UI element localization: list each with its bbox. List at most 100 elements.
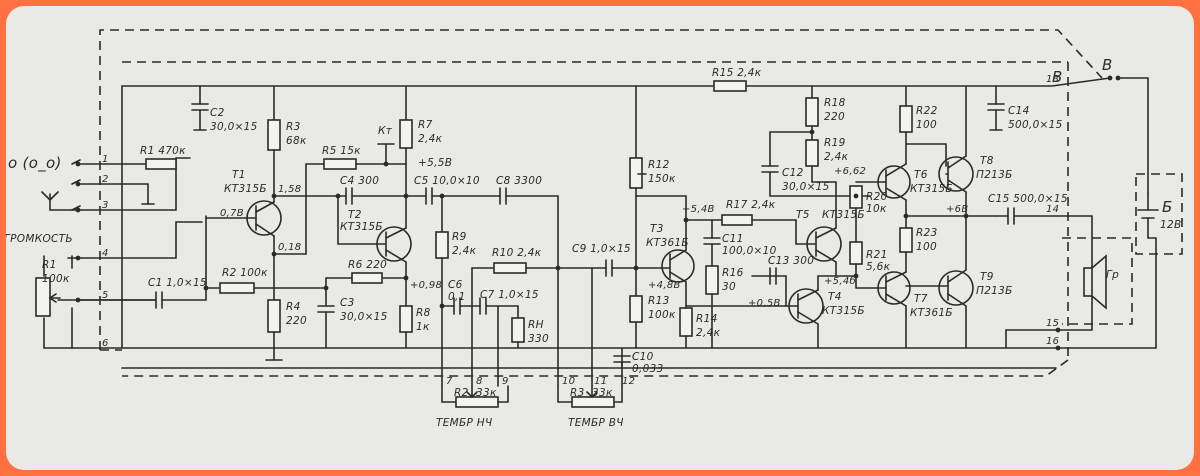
label-r23-value: 100: [916, 241, 937, 253]
r13-100k: [629, 295, 643, 323]
r5-15k: [323, 158, 357, 170]
label-tone-lf: ТЕМБР НЧ: [436, 417, 492, 429]
r2-100k: [219, 282, 255, 294]
stage1-input: [77, 215, 327, 309]
label-c15: C15 500,0×15: [988, 193, 1068, 205]
label-c3: C3: [340, 297, 355, 309]
label-c5: C5 10,0×10: [414, 175, 480, 187]
label-r7: R7: [418, 119, 433, 131]
label-v-55: +5,5В: [418, 157, 452, 169]
r1-volume-pot: [35, 277, 51, 317]
label-t6: Т6: [914, 169, 928, 181]
label-t1: Т1: [232, 169, 246, 181]
label-v-662: +6,62: [834, 166, 866, 177]
label-t3: Т3: [650, 223, 664, 235]
feedback-r15: [713, 80, 747, 92]
r1-470k: [145, 158, 177, 170]
label-c10-value: 0,033: [632, 363, 664, 375]
input-section: [35, 157, 203, 349]
r10-2-4k: [493, 262, 527, 274]
label-r21-value: 5,6к: [866, 261, 891, 273]
label-tone-hf: ТЕМБР ВЧ: [568, 417, 624, 429]
label-node-14: 14: [1046, 204, 1059, 215]
label-r3-tone: R3: [570, 387, 585, 399]
label-node-12: 12: [622, 376, 635, 387]
power-rails: [71, 77, 1157, 369]
r17-2-4k: [721, 214, 753, 226]
r18-220: [805, 97, 819, 127]
r15-2-4k: [713, 80, 747, 92]
label-v-6: +6В: [946, 204, 969, 215]
label-c3-value: 30,0×15: [340, 311, 388, 323]
label-v-54: +5,4В: [682, 204, 715, 215]
label-v-05: +0,5В: [748, 298, 781, 309]
volume-label: ГРОМКОСТЬ: [6, 233, 73, 245]
label-c13: C13 300: [768, 255, 814, 267]
label-c9: C9 1,0×15: [572, 243, 631, 255]
label-c6-value: 0,1: [448, 291, 466, 303]
r16-30: [705, 265, 719, 295]
label-r14-value: 2,4к: [696, 327, 721, 339]
input-jack-label: о (o_o): [8, 154, 62, 173]
power-switch: [1107, 75, 1121, 81]
speaker-gr: [1083, 267, 1093, 297]
label-r22: R22: [916, 105, 938, 117]
label-r23: R23: [916, 227, 938, 239]
label-r19: R19: [824, 137, 846, 149]
label-c8: C8 3300: [496, 175, 542, 187]
label-r19-value: 2,4к: [824, 151, 849, 163]
label-r4-value: 220: [286, 315, 307, 327]
label-v-07: 0,7В: [220, 208, 244, 219]
label-node-11: 11: [594, 376, 607, 387]
label-r1-value: 100к: [42, 273, 70, 285]
label-r22-value: 100: [916, 119, 937, 131]
label-pin-3: 3: [102, 200, 109, 211]
label-c6: C6: [448, 279, 463, 291]
label-pin-4: 4: [102, 248, 109, 259]
label-t7-type: КТ361Б: [910, 307, 953, 319]
label-r1: R1: [42, 259, 57, 271]
label-c14: C14: [1008, 105, 1030, 117]
label-r18: R18: [824, 97, 846, 109]
label-r20: R20: [866, 191, 888, 203]
label-switch-b2: В: [1102, 56, 1113, 74]
label-r13: R13: [648, 295, 670, 307]
label-t1-type: КТ315Б: [224, 183, 267, 195]
label-r13-value: 100к: [648, 309, 676, 321]
label-t9: Т9: [980, 271, 994, 283]
label-node-16: 16: [1046, 336, 1059, 347]
label-r12: R12: [648, 159, 670, 171]
label-r3: R3: [286, 121, 301, 133]
label-r14: R14: [696, 313, 718, 325]
label-pin-1: 1: [102, 154, 109, 165]
label-r8: R8: [416, 307, 431, 319]
label-c12: C12: [782, 167, 804, 179]
label-switch-b1: В: [1052, 68, 1063, 86]
coupling-c5-c8: [405, 187, 561, 387]
transistor-t9: [938, 270, 974, 306]
label-pin-6: 6: [102, 338, 109, 349]
label-r7-value: 2,4к: [418, 133, 443, 145]
stage-t3: [557, 85, 797, 349]
label-t5-type: КТ315Б: [822, 209, 865, 221]
label-c12-value: 30,0×15: [782, 181, 830, 193]
r7-2-4k: [399, 119, 413, 149]
label-t8-type: П213Б: [976, 169, 1013, 181]
label-node-7: 7: [446, 376, 453, 387]
label-r9: R9: [452, 231, 467, 243]
stage-output: [855, 85, 1107, 351]
label-c10: C10: [632, 351, 654, 363]
label-t7: Т7: [914, 293, 928, 305]
label-node-9: 9: [502, 376, 509, 387]
label-v-546: +5,4б: [824, 275, 856, 287]
battery: [1137, 193, 1159, 239]
label-v-018: 0,18: [278, 242, 301, 253]
label-r17: R17 2,4к: [726, 199, 776, 211]
tone-controls: [441, 267, 631, 408]
label-r4: R4: [286, 301, 301, 313]
label-t9-type: П213Б: [976, 285, 1013, 297]
label-r3-value: 68к: [286, 135, 307, 147]
label-c1: C1 1,0×15: [148, 277, 207, 289]
stage-t1: [191, 85, 407, 361]
label-t2: Т2: [348, 209, 362, 221]
